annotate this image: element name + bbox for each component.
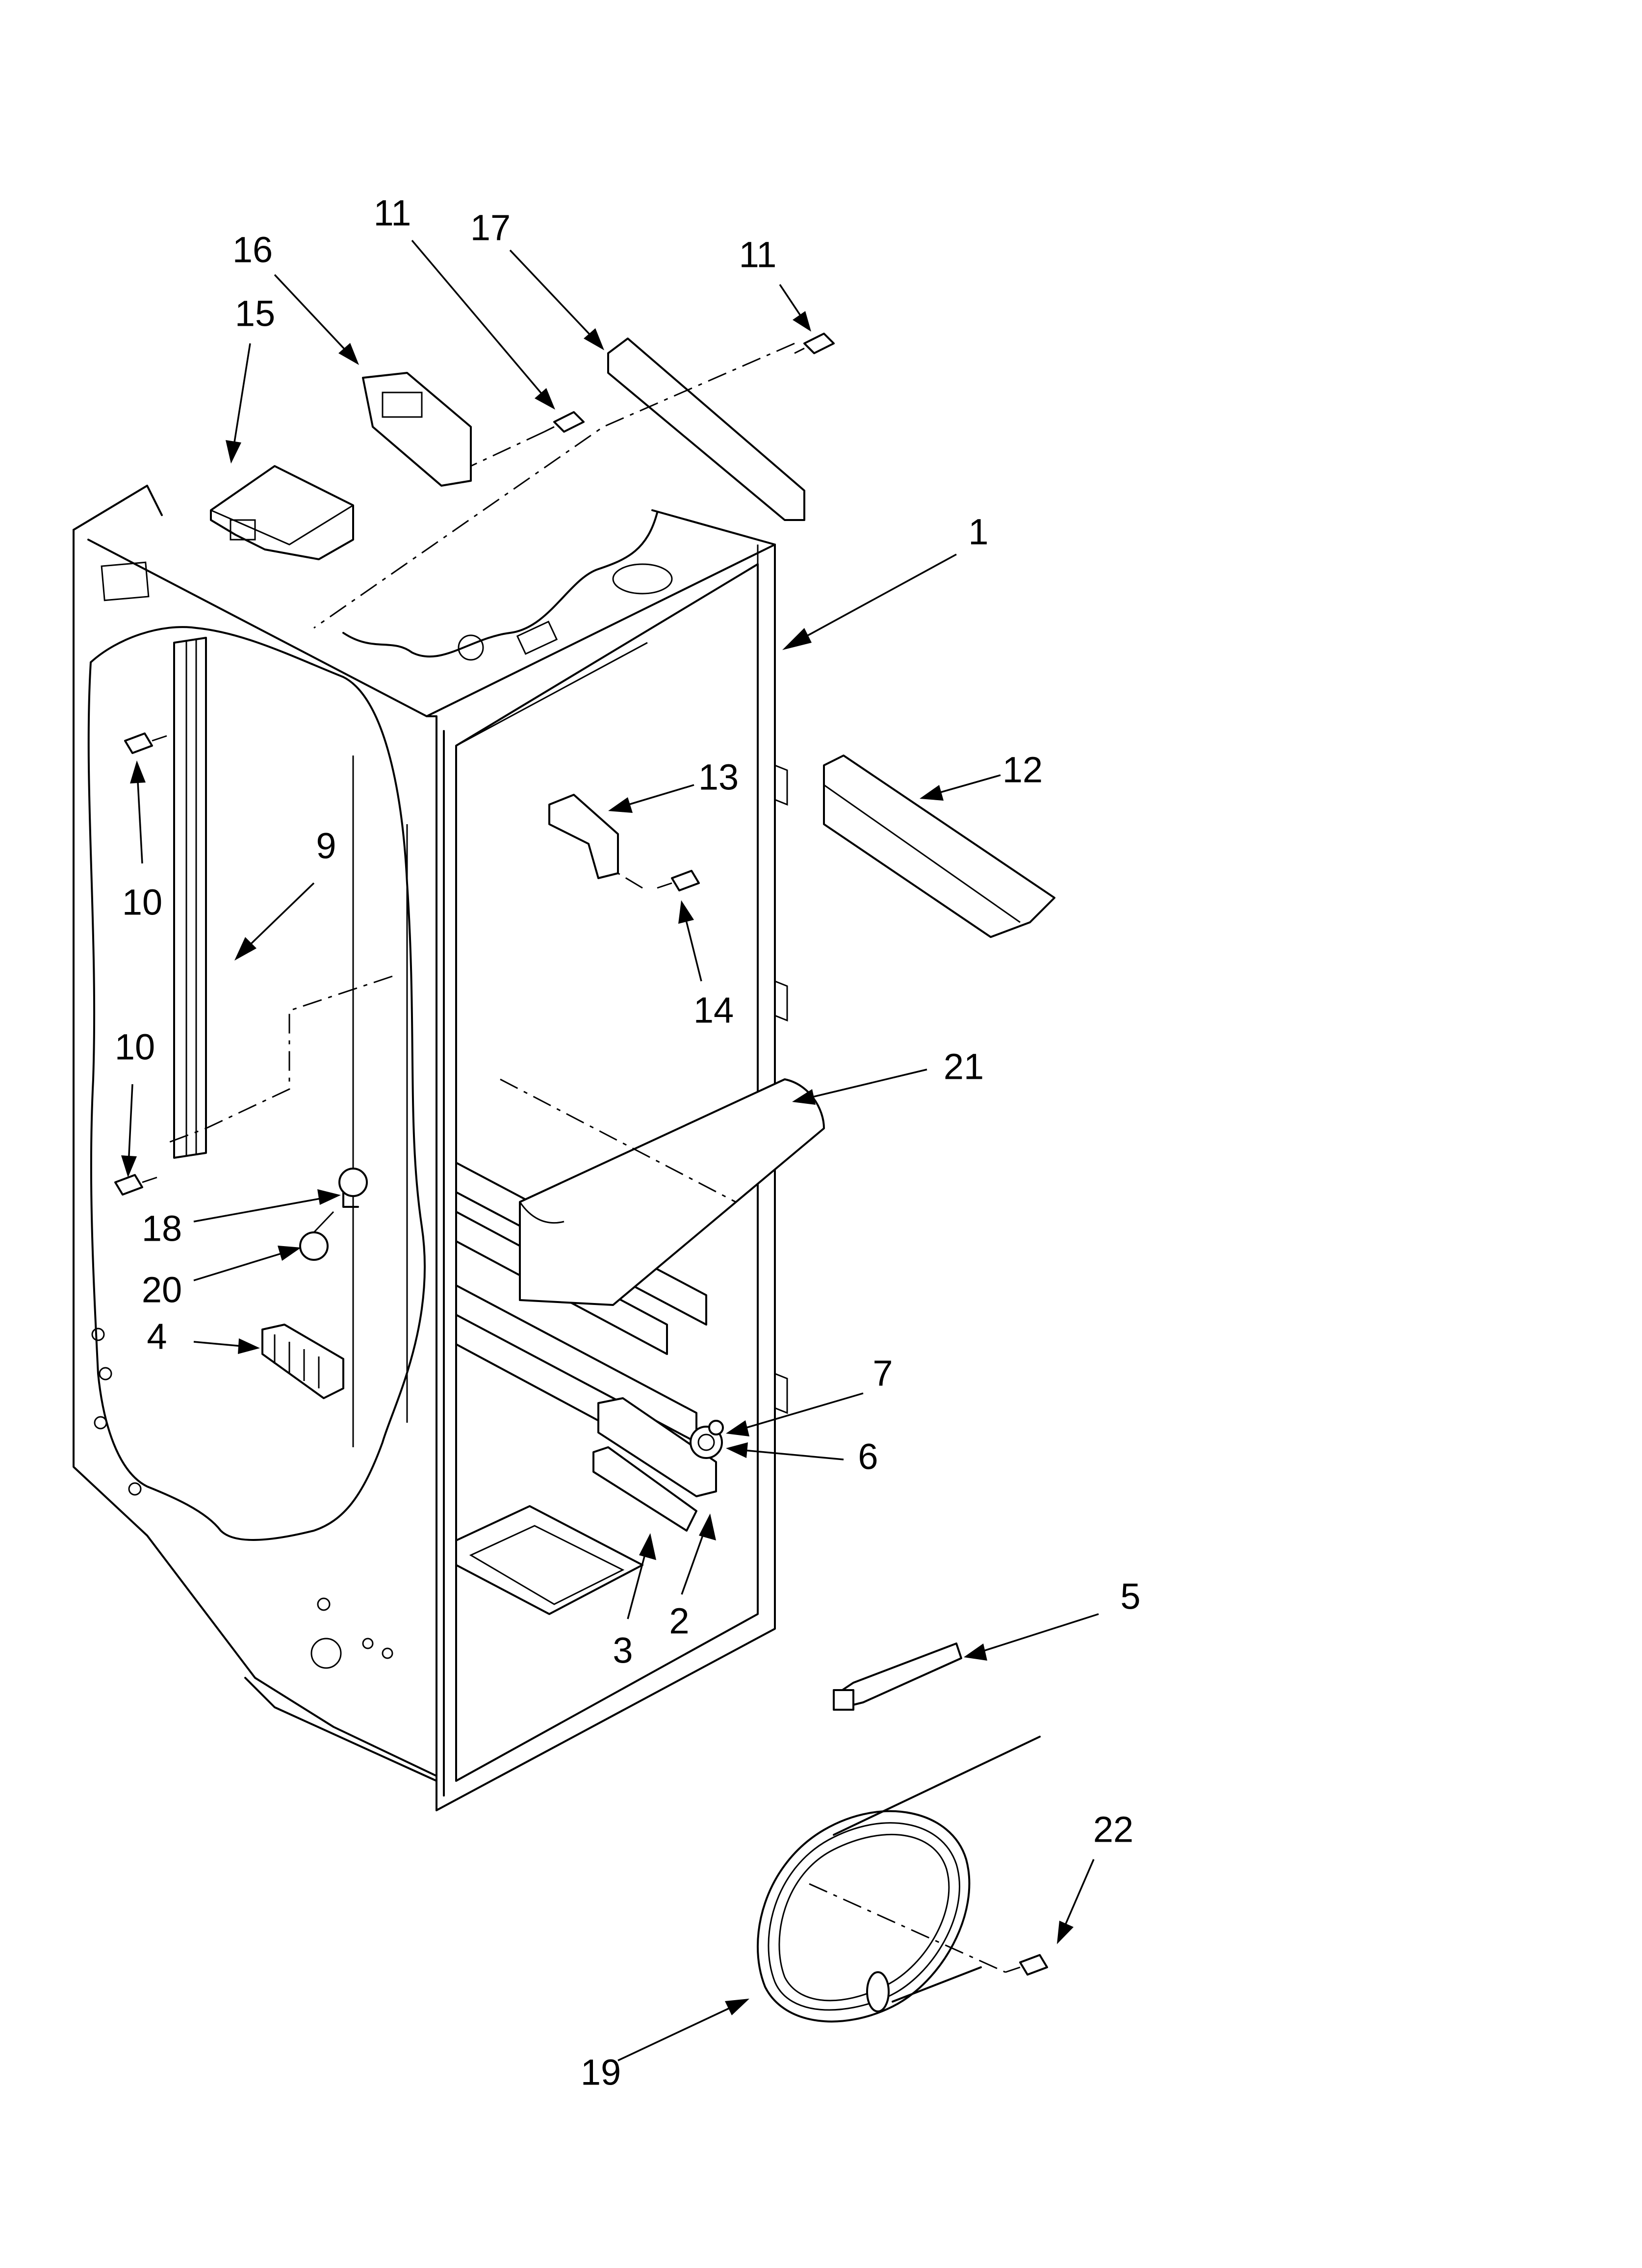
light-socket-part-18 bbox=[338, 1168, 368, 1208]
callout-10-lower: 10 bbox=[115, 1027, 155, 1068]
callout-7: 7 bbox=[872, 1353, 893, 1394]
screw-part-14 bbox=[657, 870, 700, 891]
callout-14: 14 bbox=[693, 990, 734, 1031]
callout-2: 2 bbox=[669, 1601, 689, 1642]
callout-12: 12 bbox=[1002, 750, 1043, 790]
control-housing-part-15 bbox=[210, 465, 354, 560]
screw-part-22 bbox=[1005, 1954, 1048, 1976]
bracket-part-3 bbox=[592, 1446, 697, 1532]
grille-part-4 bbox=[261, 1324, 344, 1399]
callout-17: 17 bbox=[470, 208, 511, 248]
callout-16: 16 bbox=[232, 230, 273, 270]
bracket-part-16 bbox=[362, 372, 472, 487]
screw-part-10-lower bbox=[114, 1174, 157, 1196]
callout-1: 1 bbox=[968, 512, 988, 552]
bracket-part-13 bbox=[548, 794, 619, 879]
callout-18: 18 bbox=[142, 1208, 182, 1249]
callout-11-right: 11 bbox=[739, 235, 777, 275]
tubing-coil-part-19 bbox=[757, 1736, 1041, 2023]
callout-leaders bbox=[121, 239, 1099, 2061]
light-bulb-part-20 bbox=[299, 1211, 334, 1261]
callout-labels: 1 2 3 4 5 6 7 9 10 10 11 11 12 13 14 15 … bbox=[115, 193, 1141, 2093]
callout-4: 4 bbox=[147, 1316, 167, 1357]
callout-22: 22 bbox=[1093, 1809, 1133, 1850]
callout-6: 6 bbox=[858, 1436, 878, 1477]
screw-part-10-upper bbox=[124, 732, 167, 754]
assembly-center-lines bbox=[166, 342, 1006, 1973]
side-trim-part-12 bbox=[823, 755, 1055, 938]
callout-3: 3 bbox=[613, 1630, 633, 1671]
callout-13: 13 bbox=[698, 757, 739, 798]
screw-part-11-right bbox=[794, 333, 835, 354]
top-trim-part-17 bbox=[607, 338, 805, 521]
callout-10-upper: 10 bbox=[122, 882, 162, 923]
callout-21: 21 bbox=[944, 1046, 984, 1087]
cable-tie-part-5 bbox=[833, 1642, 962, 1711]
duct-cover-part-21 bbox=[519, 1078, 825, 1306]
callout-20: 20 bbox=[142, 1270, 182, 1310]
callout-9: 9 bbox=[316, 826, 336, 866]
bracket-part-2 bbox=[597, 1397, 717, 1497]
knob-part-7 bbox=[708, 1420, 724, 1435]
callout-19: 19 bbox=[581, 2052, 621, 2093]
screw-part-11-left bbox=[544, 411, 585, 433]
callout-5: 5 bbox=[1120, 1576, 1140, 1617]
callout-11-left: 11 bbox=[374, 193, 411, 234]
shelf-rail-part-9 bbox=[173, 637, 207, 1159]
callout-15: 15 bbox=[235, 293, 275, 334]
